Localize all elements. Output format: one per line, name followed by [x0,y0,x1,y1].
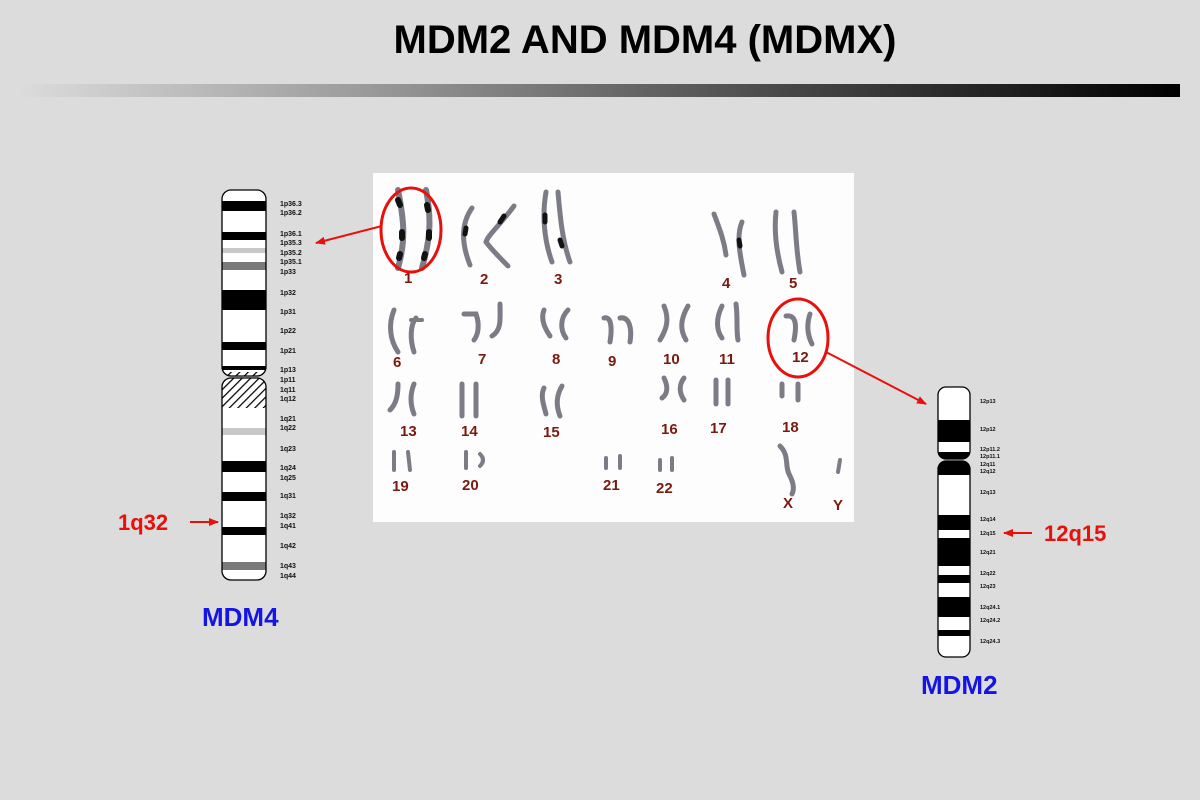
band-label: 12q24.3 [980,639,1000,645]
band-label: 12q14 [980,517,997,523]
karyotype-chromosomes [387,187,842,497]
chromosome-1-band-labels: 1p36.3 1p36.2 1p36.1 1p35.3 1p35.2 1p35.… [280,201,302,580]
mdm2-locus-label: 12q15 [1044,521,1106,546]
karyotype-label: 4 [722,275,731,292]
karyotype-label: 2 [480,271,488,288]
band-label: 12q21 [980,550,996,556]
band-label: 12q11 [980,462,995,468]
chromosome-12-connector-arrow [825,351,927,405]
chromosome-12-q-arm [938,461,970,657]
band-label: 1q31 [280,493,296,500]
band-label: 1p36.2 [280,210,302,217]
band-label: 12q22 [980,571,996,577]
karyotype-label: 8 [552,351,560,368]
karyotype-label: 19 [392,478,409,495]
karyotype-label: 20 [462,477,479,494]
mdm4-gene-label: MDM4 [202,602,279,632]
band-label: 12p11.1 [980,454,1000,460]
band-label: 1q41 [280,523,296,530]
karyotype-label: 3 [554,271,562,288]
karyotype-label: 16 [661,421,678,438]
karyotype-image [373,173,854,522]
band-label: 1p36.3 [280,201,302,208]
karyotype-label: 6 [393,354,401,371]
band-label: 1p35.1 [280,259,302,266]
karyotype-label: 14 [461,423,478,440]
band-label: 1q23 [280,446,296,453]
chromosome-12-highlight-circle [766,297,830,379]
band-label: 12q24.2 [980,618,1000,624]
band-label: 1q44 [280,573,296,580]
title-divider [18,84,1180,97]
chromosome-1-highlight-circle [379,186,443,274]
karyotype-label: 1 [404,270,412,287]
karyotype-label: Y [833,497,843,514]
band-label: 1q25 [280,475,296,482]
chromosome-1-q-arm [222,378,266,580]
karyotype-label: 9 [608,353,616,370]
mdm4-locus-label: 1q32 [118,510,168,535]
mdm2-gene-label: MDM2 [921,670,998,700]
karyotype-label: 18 [782,419,799,436]
karyotype-label: X [783,495,793,512]
karyotype-label: 15 [543,424,560,441]
band-label: 1p33 [280,269,296,276]
karyotype-label: 10 [663,351,680,368]
karyotype-numbers: 1 2 3 4 5 6 7 8 9 10 11 12 13 14 15 16 1… [392,270,843,514]
chromosome-12-p-arm [938,387,970,459]
band-label: 1p13 [280,367,296,374]
band-label: 12q24.1 [980,605,1000,611]
band-label: 1p32 [280,290,296,297]
band-label: 12p12 [980,427,996,433]
band-label: 12q12 [980,469,996,475]
band-label: 12q23 [980,584,996,590]
slide-title: MDM2 AND MDM4 (MDMX) [393,18,897,62]
band-label: 1q24 [280,465,296,472]
chromosome-1-ideogram [221,189,267,581]
band-label: 1q32 [280,513,296,520]
karyotype-label: 17 [710,420,727,437]
karyotype-label: 7 [478,351,486,368]
band-label: 1p31 [280,309,296,316]
band-label: 1p22 [280,328,296,335]
chromosome-12-band-labels: 12p13 12p12 12p11.2 12p11.1 12q11 12q12 … [980,399,1000,645]
band-label: 1p11 [280,377,296,384]
band-label: 12p11.2 [980,447,1000,453]
karyotype-label: 5 [789,275,797,292]
band-label: 1p35.3 [280,240,302,247]
band-label: 12q13 [980,490,996,496]
chromosome-12-ideogram [937,386,971,658]
karyotype-label: 21 [603,477,620,494]
band-label: 1q22 [280,425,296,432]
band-label: 1p35.2 [280,250,302,257]
band-label: 1q11 [280,387,296,394]
chromosome-1-p-arm [222,190,266,376]
karyotype-label: 13 [400,423,417,440]
band-label: 12p13 [980,399,996,405]
band-label: 1p21 [280,348,296,355]
band-label: 1p36.1 [280,231,302,238]
band-label: 1q21 [280,416,296,423]
band-label: 1q12 [280,396,296,403]
band-label: 12q15 [980,531,996,537]
karyotype-label: 12 [792,349,809,366]
chromosome-1-connector-arrow [315,225,383,245]
karyotype-label: 22 [656,480,673,497]
band-label: 1q43 [280,563,296,570]
band-label: 1q42 [280,543,296,550]
karyotype-label: 11 [719,351,735,368]
